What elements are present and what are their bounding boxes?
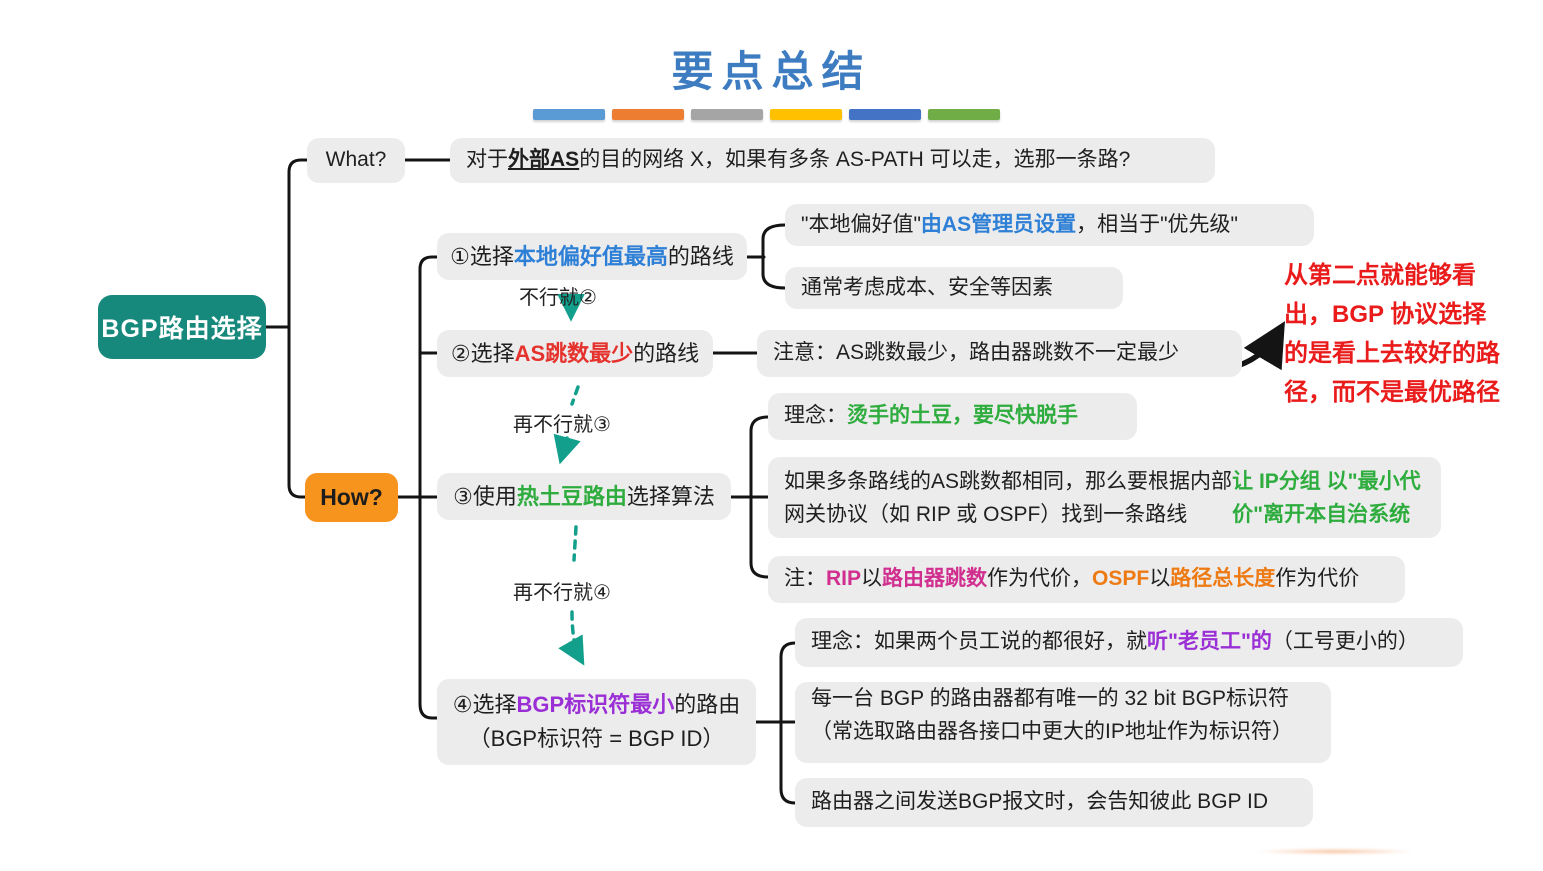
note-igp-min-cost: 如果多条路线的AS跳数都相同，那么要根据内部网关协议（如 RIP 或 OSPF）…	[768, 457, 1441, 538]
annotation-line: 的是看上去较好的路	[1284, 340, 1500, 367]
step-1-local-preference: ①选择本地偏好值最高的路线	[437, 233, 747, 280]
watermark-smudge	[1255, 848, 1415, 855]
theme-bars	[533, 109, 1000, 120]
theme-bar	[612, 109, 684, 120]
branch-what: What?	[307, 138, 405, 183]
annotation-line: 从第二点就能够看	[1284, 262, 1476, 289]
note-senior-employee-idea: 理念：如果两个员工说的都很好，就听"老员工"的（工号更小的）	[795, 618, 1463, 667]
note-as-hops-warning: 注意：AS跳数最少，路由器跳数不一定最少	[757, 330, 1242, 377]
fallthrough-label-1: 不行就②	[519, 287, 597, 309]
note-cost-security: 通常考虑成本、安全等因素	[785, 267, 1123, 309]
note-local-preference-admin: "本地偏好值"由AS管理员设置，相当于"优先级"	[785, 204, 1314, 246]
step-4-line-2: （BGP标识符 = BGP ID）	[468, 726, 725, 751]
step-3-hot-potato: ③使用热土豆路由选择算法	[437, 473, 731, 520]
theme-bar	[533, 109, 605, 120]
note-bgp-id-exchange: 路由器之间发送BGP报文时，会告知彼此 BGP ID	[795, 778, 1313, 827]
theme-bar	[691, 109, 763, 120]
note-32bit-line-2: （常选取路由器各接口中更大的IP地址作为标识符）	[811, 720, 1293, 743]
fallthrough-label-3: 再不行就④	[513, 582, 611, 604]
fallthrough-label-2: 再不行就③	[513, 414, 611, 436]
step-4-bgp-identifier: ④选择BGP标识符最小的路由 （BGP标识符 = BGP ID）	[437, 679, 756, 765]
root-node-bgp-route-selection: BGP路由选择	[98, 295, 266, 359]
annotation-line: 径，而不是最优路径	[1284, 379, 1500, 406]
theme-bar	[928, 109, 1000, 120]
branch-how: How?	[305, 473, 398, 522]
step-4-line-1: ④选择BGP标识符最小的路由	[452, 692, 741, 717]
note-hot-potato-idea: 理念：烫手的土豆，要尽快脱手	[768, 393, 1137, 440]
theme-bar	[770, 109, 842, 120]
page-title: 要点总结	[671, 50, 872, 96]
note-32bit-line-1: 每一台 BGP 的路由器都有唯一的 32 bit BGP标识符	[811, 687, 1290, 710]
red-annotation: 从第二点就能够看 出，BGP 协议选择 的是看上去较好的路 径，而不是最优路径	[1284, 256, 1543, 412]
theme-bar	[849, 109, 921, 120]
annotation-line: 出，BGP 协议选择	[1284, 301, 1487, 328]
note-32bit-identifier: 每一台 BGP 的路由器都有唯一的 32 bit BGP标识符 （常选取路由器各…	[795, 682, 1331, 763]
